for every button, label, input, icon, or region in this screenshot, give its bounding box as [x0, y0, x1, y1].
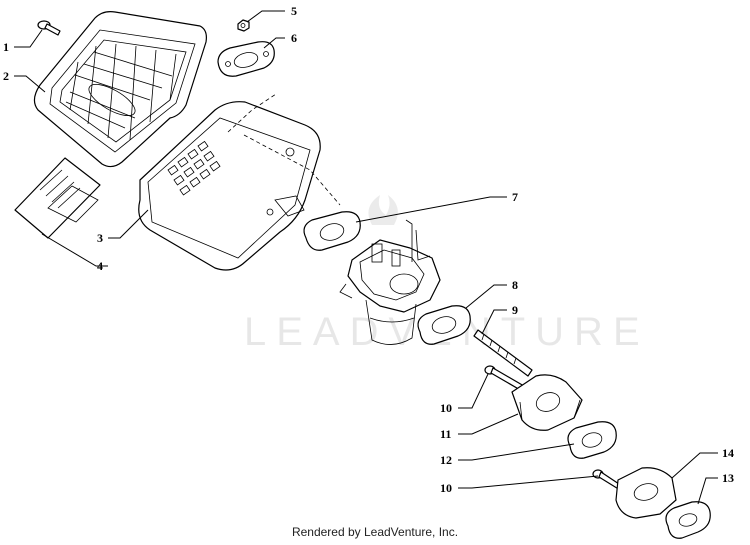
footer-credit: Rendered by LeadVenture, Inc. — [291, 525, 459, 539]
callout-13: 13 — [722, 471, 734, 485]
gasket-part-13[interactable] — [665, 501, 711, 539]
gasket-part-8[interactable] — [417, 305, 471, 345]
stud-part-9[interactable] — [473, 329, 533, 377]
callout-1: 1 — [3, 40, 9, 54]
nut-part-5[interactable] — [237, 19, 250, 32]
callout-14: 14 — [722, 446, 734, 460]
filter-pad-part-4[interactable] — [14, 157, 101, 239]
callout-7: 7 — [512, 190, 518, 204]
callout-9: 9 — [512, 303, 518, 317]
callout-2: 2 — [3, 69, 9, 83]
carburetor-assembly[interactable] — [339, 219, 441, 345]
gasket-part-6[interactable] — [217, 41, 275, 77]
callout-8: 8 — [512, 278, 518, 292]
callout-3: 3 — [97, 231, 103, 245]
alignment-line — [243, 134, 341, 206]
screw-part-1[interactable] — [37, 20, 61, 36]
gasket-part-7[interactable] — [303, 211, 361, 251]
leader-lines — [14, 10, 718, 505]
callout-5: 5 — [291, 4, 297, 18]
gasket-part-12[interactable] — [567, 421, 617, 459]
air-filter-element[interactable] — [33, 11, 207, 168]
callout-4: 4 — [97, 259, 103, 273]
callout-12: 12 — [440, 453, 452, 467]
cover-vent-slots — [167, 140, 221, 196]
alignment-line — [227, 93, 277, 133]
callout-labels: 1 2 3 4 5 6 7 8 9 10 11 12 10 14 13 — [3, 4, 734, 495]
callout-6: 6 — [291, 31, 297, 45]
bolt-part-10-upper[interactable] — [484, 365, 525, 392]
air-cleaner-cover-part-3[interactable] — [138, 101, 321, 271]
spacer-part-11[interactable] — [511, 374, 583, 431]
adapter-part-14[interactable] — [615, 467, 677, 519]
callout-10-upper: 10 — [440, 401, 452, 415]
callout-10-lower: 10 — [440, 481, 452, 495]
callout-11: 11 — [440, 427, 451, 441]
